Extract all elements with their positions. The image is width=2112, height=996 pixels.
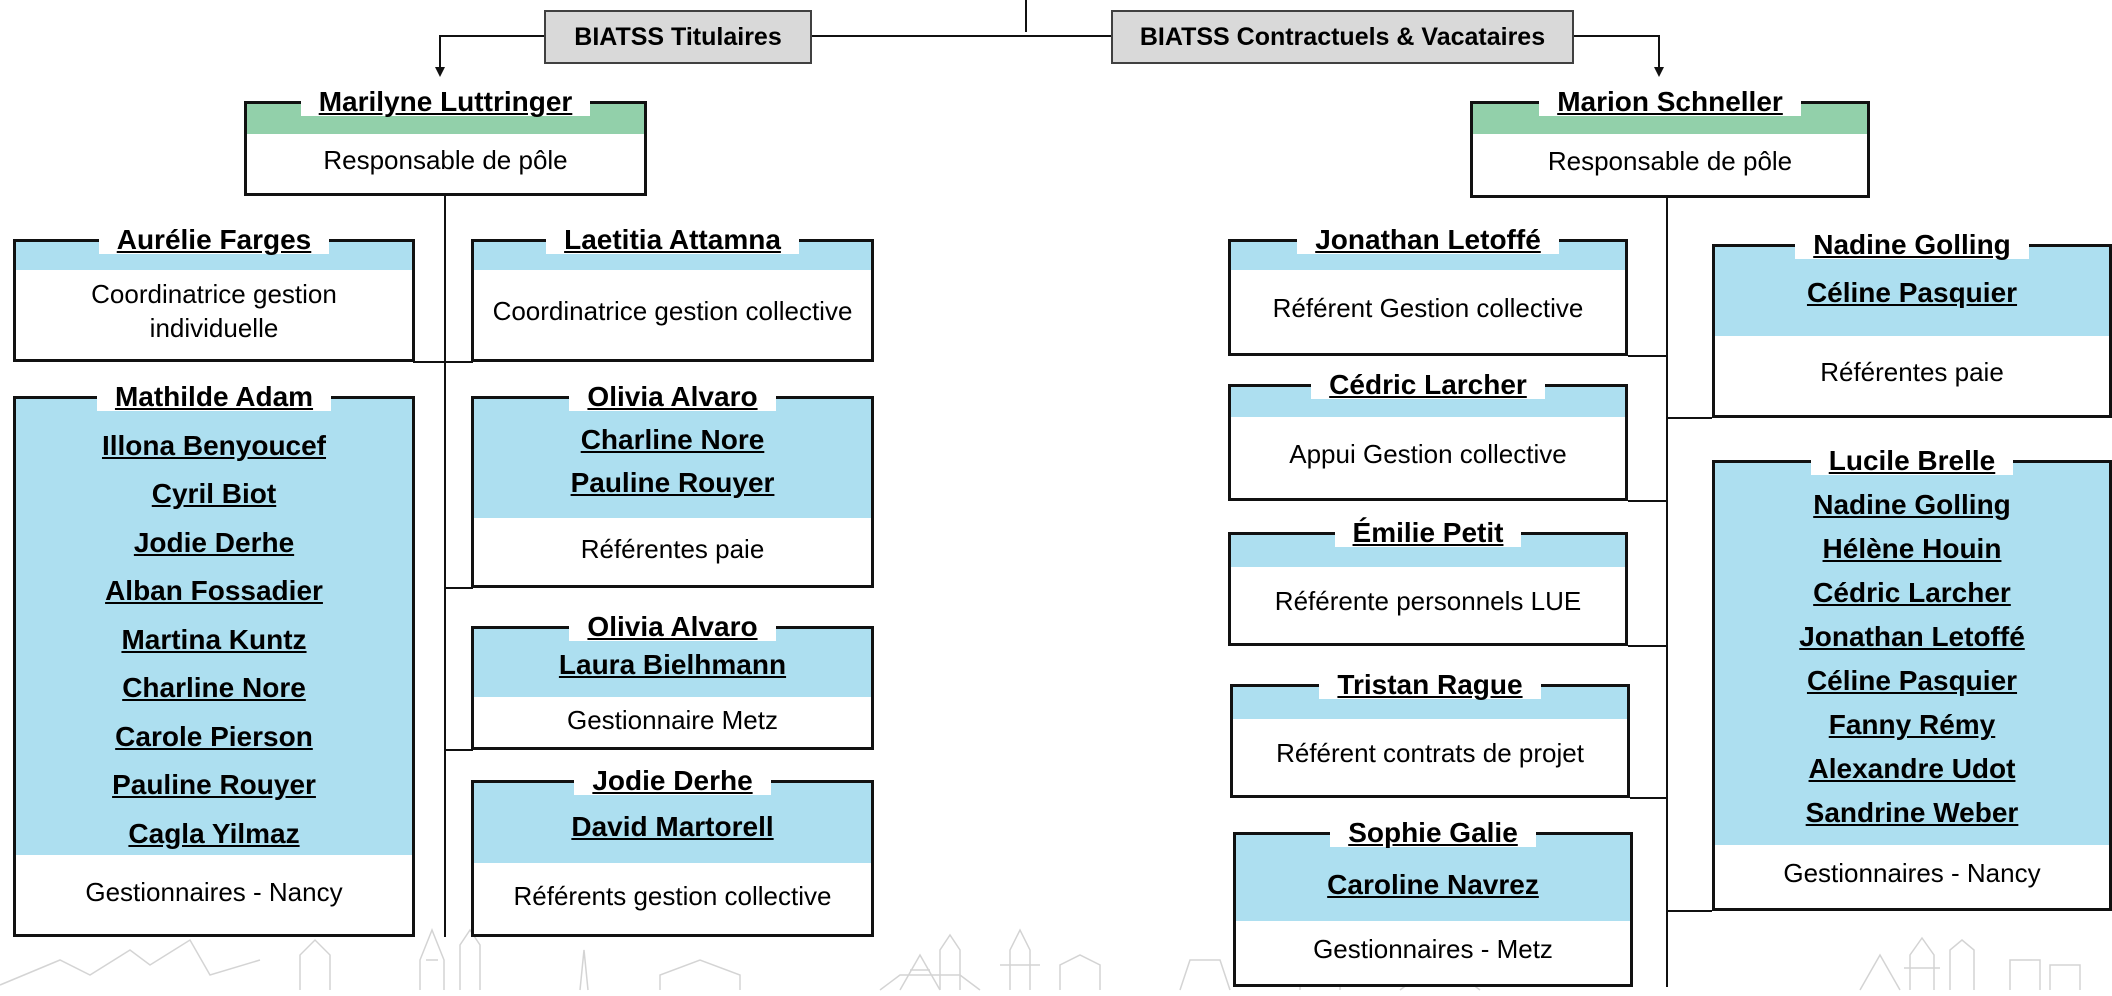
person-name: Aurélie Farges	[98, 226, 330, 254]
role-label: Référent Gestion collective	[1272, 292, 1584, 323]
role-label: Gestionnaires - Nancy	[1783, 857, 2041, 888]
person-name: Sophie Galie	[1330, 819, 1536, 847]
person-name: Émilie Petit	[1334, 519, 1522, 547]
person-name: Olivia Alvaro	[569, 613, 776, 641]
arrow-to-left-manager	[435, 35, 544, 77]
person-name: Cédric Larcher	[1813, 577, 2011, 608]
left-manager-card: Marilyne Luttringer Responsable de pôle	[244, 88, 647, 196]
person-name: Jodie Derhe	[574, 767, 771, 795]
person-name: Fanny Rémy	[1828, 709, 1996, 740]
person-name: Pauline Rouyer	[112, 769, 316, 800]
header-biatss-titulaires: BIATSS Titulaires	[544, 10, 812, 64]
person-name: Carole Pierson	[115, 720, 313, 752]
person-name: Nadine Golling	[1795, 231, 2029, 259]
person-name: Jodie Derhe	[133, 526, 295, 558]
role-label: Gestionnaires - Metz	[1313, 933, 1553, 964]
appui-gestion-collective-card: Cédric Larcher Appui Gestion collective	[1228, 371, 1628, 501]
person-name: Mathilde Adam	[96, 383, 332, 411]
person-name: Céline Pasquier	[1806, 277, 2018, 308]
coord-collective-card: Laetitia Attamna Coordinatrice gestion c…	[471, 226, 874, 362]
role-label: Coordinatrice gestion individuelle	[91, 278, 337, 343]
person-name: Pauline Rouyer	[570, 467, 775, 498]
person-name: Hélène Houin	[1822, 533, 2002, 564]
person-name: Laura Bielhmann	[558, 649, 787, 680]
ref-gestion-collective-card: Jonathan Letoffé Référent Gestion collec…	[1228, 226, 1628, 356]
coord-individuelle-card: Aurélie Farges Coordinatrice gestion ind…	[13, 226, 415, 362]
person-name: Marilyne Luttringer	[300, 88, 591, 116]
right-manager-card: Marion Schneller Responsable de pôle	[1470, 88, 1870, 198]
person-name: Cagla Yilmaz	[128, 817, 300, 849]
role-label: Responsable de pôle	[1547, 146, 1793, 177]
person-name: Marion Schneller	[1539, 88, 1801, 116]
person-name: Laetitia Attamna	[546, 226, 799, 254]
person-name: Cyril Biot	[151, 478, 277, 509]
person-name: Alban Fossadier	[105, 575, 323, 606]
person-name: Lucile Brelle	[1810, 447, 2014, 475]
person-name: Alexandre Udot	[1808, 753, 2016, 784]
person-name: Nadine Golling	[1813, 489, 2011, 520]
role-label: Gestionnaire Metz	[567, 705, 778, 736]
person-name: Sandrine Weber	[1805, 797, 2019, 828]
role-label: Responsable de pôle	[323, 145, 568, 176]
person-name: Céline Pasquier	[1806, 665, 2018, 696]
person-name: Cédric Larcher	[1311, 371, 1545, 399]
role-label: Coordinatrice gestion collective	[492, 295, 853, 326]
person-name: Jonathan Letoffé	[1297, 226, 1559, 254]
person-name: Tristan Rague	[1319, 671, 1541, 699]
role-label: Référente personnels LUE	[1274, 586, 1582, 617]
arrow-to-right-manager	[1574, 35, 1664, 77]
ref-personnels-lue-card: Émilie Petit Référente personnels LUE	[1228, 519, 1628, 646]
role-label: Référentes paie	[1820, 356, 2004, 387]
ref-contrats-projet-card: Tristan Rague Référent contrats de proje…	[1230, 671, 1630, 798]
role-label: Gestionnaires - Nancy	[85, 877, 343, 908]
person-name: David Martorell	[571, 811, 774, 842]
role-label: Référent contrats de projet	[1276, 738, 1584, 769]
person-name: Charline Nore	[580, 424, 765, 455]
role-label: Appui Gestion collective	[1289, 438, 1567, 469]
role-label: Référents gestion collective	[513, 881, 832, 912]
person-name: Olivia Alvaro	[569, 383, 776, 411]
person-name: Caroline Navrez	[1327, 869, 1539, 900]
person-name: Martina Kuntz	[121, 623, 307, 655]
person-name: Jonathan Letoffé	[1799, 621, 2025, 652]
person-name: Charline Nore	[122, 672, 306, 703]
person-name: Illona Benyoucef	[101, 429, 327, 461]
header-biatss-contractuels: BIATSS Contractuels & Vacataires	[1111, 10, 1574, 64]
role-label: Référentes paie	[580, 534, 765, 565]
